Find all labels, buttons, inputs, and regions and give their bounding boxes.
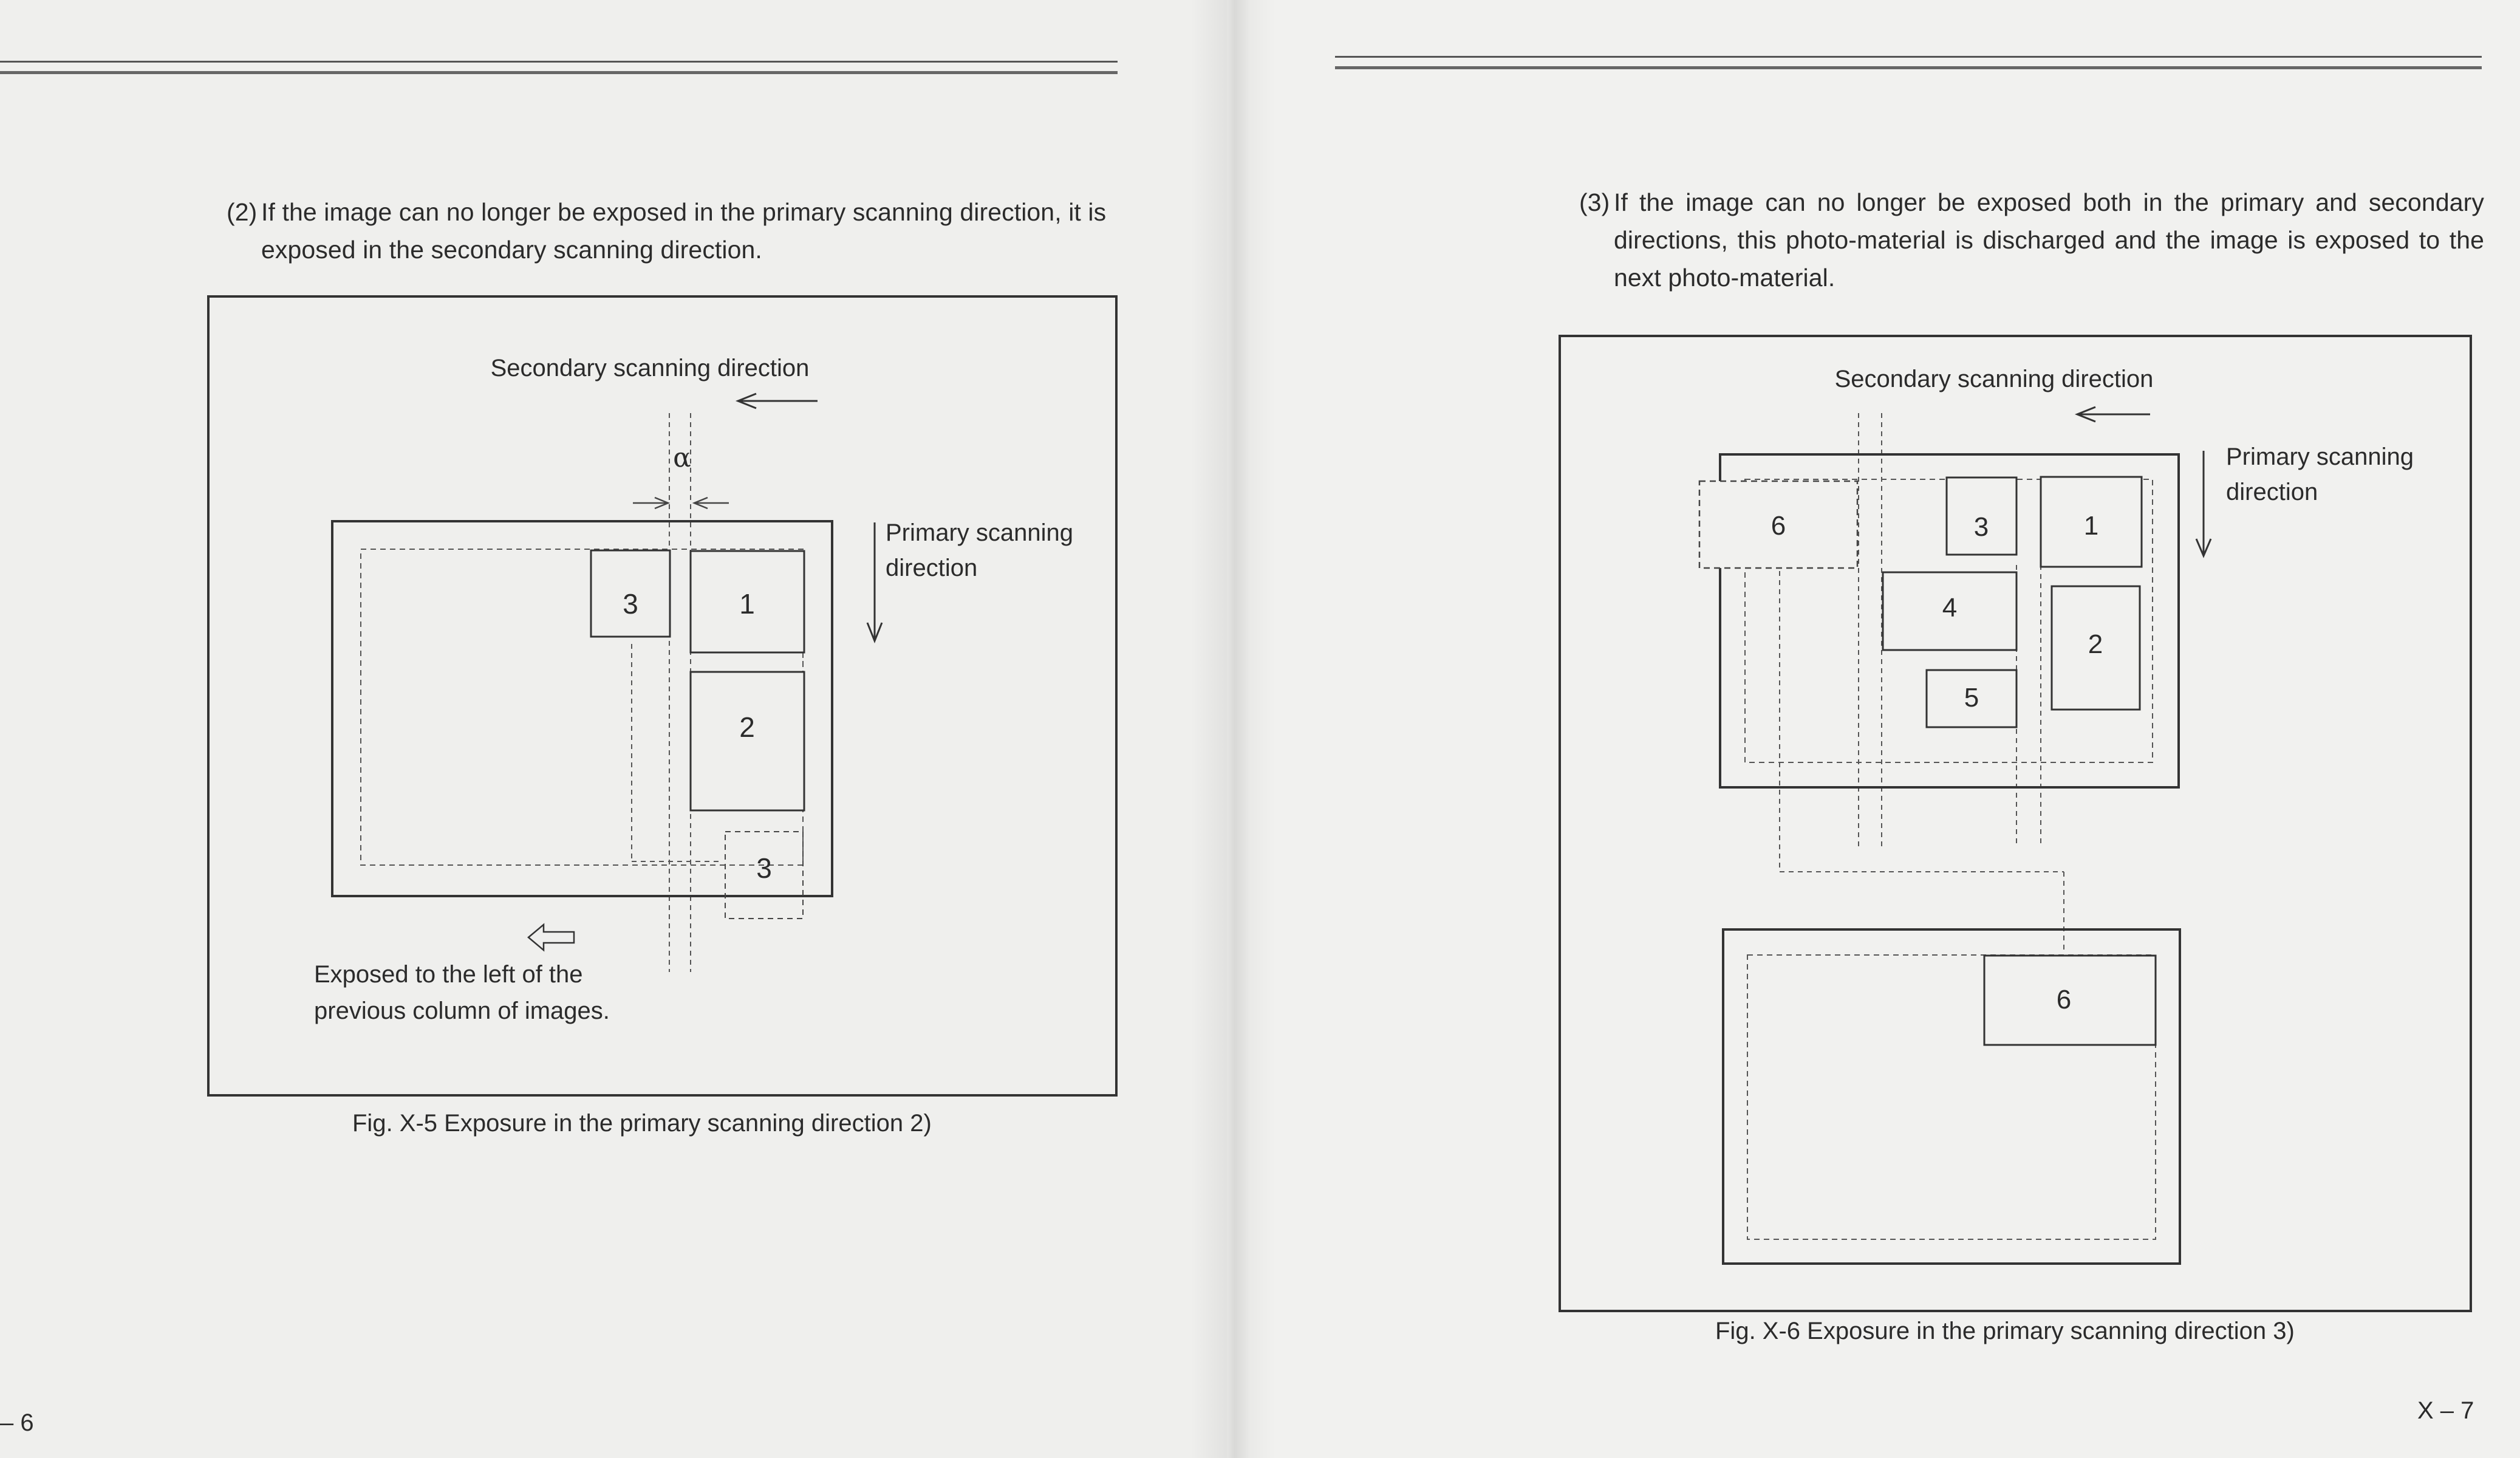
photo-material	[331, 520, 833, 897]
primary-direction-label: Primary scanning	[886, 519, 1073, 546]
paragraph-line: directions, this photo-material is disch…	[1614, 226, 2484, 254]
left-arrow-icon	[735, 392, 818, 409]
image-box-label: 4	[1942, 593, 1957, 623]
paragraph-line: If the image can no longer be exposed in…	[261, 198, 1107, 226]
exposable-area	[1744, 479, 2153, 763]
image-box-3	[590, 549, 671, 638]
paragraph-number: (2)	[227, 198, 258, 226]
primary-direction-label: Primary scanning	[2226, 443, 2414, 470]
down-arrow-icon	[2195, 451, 2212, 558]
image-box-1	[2040, 476, 2143, 568]
image-box-label: 2	[2088, 629, 2103, 659]
image-box-label: 5	[1964, 683, 1979, 713]
paragraph-line: If the image can no longer be exposed bo…	[1614, 188, 2484, 216]
header-rule	[0, 61, 1118, 74]
image-box-3-dashed	[725, 831, 804, 919]
paragraph-2: (2) If the image can no longer be expose…	[227, 193, 1138, 269]
photo-material-2	[1722, 928, 2181, 1265]
header-rule	[1335, 56, 2482, 69]
image-box-5	[1925, 669, 2018, 728]
figure-x6: Secondary scanning direction 6 3 1 4 2	[1559, 335, 2472, 1344]
hollow-left-arrow-icon	[527, 923, 575, 952]
figure-caption: Fig. X-5 Exposure in the primary scannin…	[352, 1110, 932, 1137]
down-arrow-icon	[866, 522, 883, 644]
image-box-6-dashed	[1698, 480, 1859, 569]
image-box-label: 3	[756, 852, 772, 884]
exposure-note: previous column of images.	[314, 998, 610, 1024]
alpha-symbol: α	[673, 442, 691, 473]
paragraph-line: exposed in the secondary scanning direct…	[261, 236, 762, 264]
image-box-label: 3	[623, 588, 638, 620]
image-box-3	[1945, 476, 2018, 556]
image-box-6	[1983, 954, 2157, 1046]
secondary-direction-label: Secondary scanning direction	[491, 355, 810, 382]
exposure-note: Exposed to the left of the	[314, 961, 583, 988]
page-number: X – 7	[2417, 1397, 2474, 1424]
exposable-area	[1747, 954, 2156, 1240]
figure-frame	[207, 295, 1118, 1097]
left-page: (2) If the image can no longer be expose…	[0, 0, 1227, 1458]
image-box-label: 6	[2057, 985, 2071, 1015]
dimension-arrows-icon	[633, 496, 729, 510]
paragraph-3: (3) If the image can no longer be expose…	[1579, 183, 2484, 296]
paragraph-line: next photo-material.	[1614, 264, 1835, 292]
image-box-1	[689, 550, 805, 654]
paragraph-number: (3)	[1579, 188, 1610, 216]
figure-frame	[1559, 335, 2472, 1312]
figure-x5: Secondary scanning direction α 3 1	[207, 295, 1118, 1137]
secondary-direction-label: Secondary scanning direction	[1835, 366, 2154, 392]
figure-caption: Fig. X-6 Exposure in the primary scannin…	[1715, 1318, 2295, 1344]
primary-direction-label: direction	[886, 555, 977, 581]
primary-direction-label: direction	[2226, 479, 2318, 505]
image-box-2	[689, 671, 805, 812]
image-box-label: 1	[2084, 511, 2098, 541]
image-box-label: 3	[1974, 512, 1989, 542]
page-number: – 6	[0, 1409, 34, 1436]
image-box-label: 1	[739, 588, 755, 620]
photo-material-1	[1719, 453, 2180, 789]
image-box-label: 6	[1771, 511, 1786, 541]
image-box-2	[2050, 585, 2141, 711]
image-box-label: 2	[739, 711, 755, 743]
right-page: (3) If the image can no longer be expose…	[1227, 0, 2520, 1458]
book-spine-shadow	[1190, 0, 1275, 1458]
image-box-4	[1882, 571, 2018, 651]
left-arrow-icon	[2074, 406, 2150, 423]
